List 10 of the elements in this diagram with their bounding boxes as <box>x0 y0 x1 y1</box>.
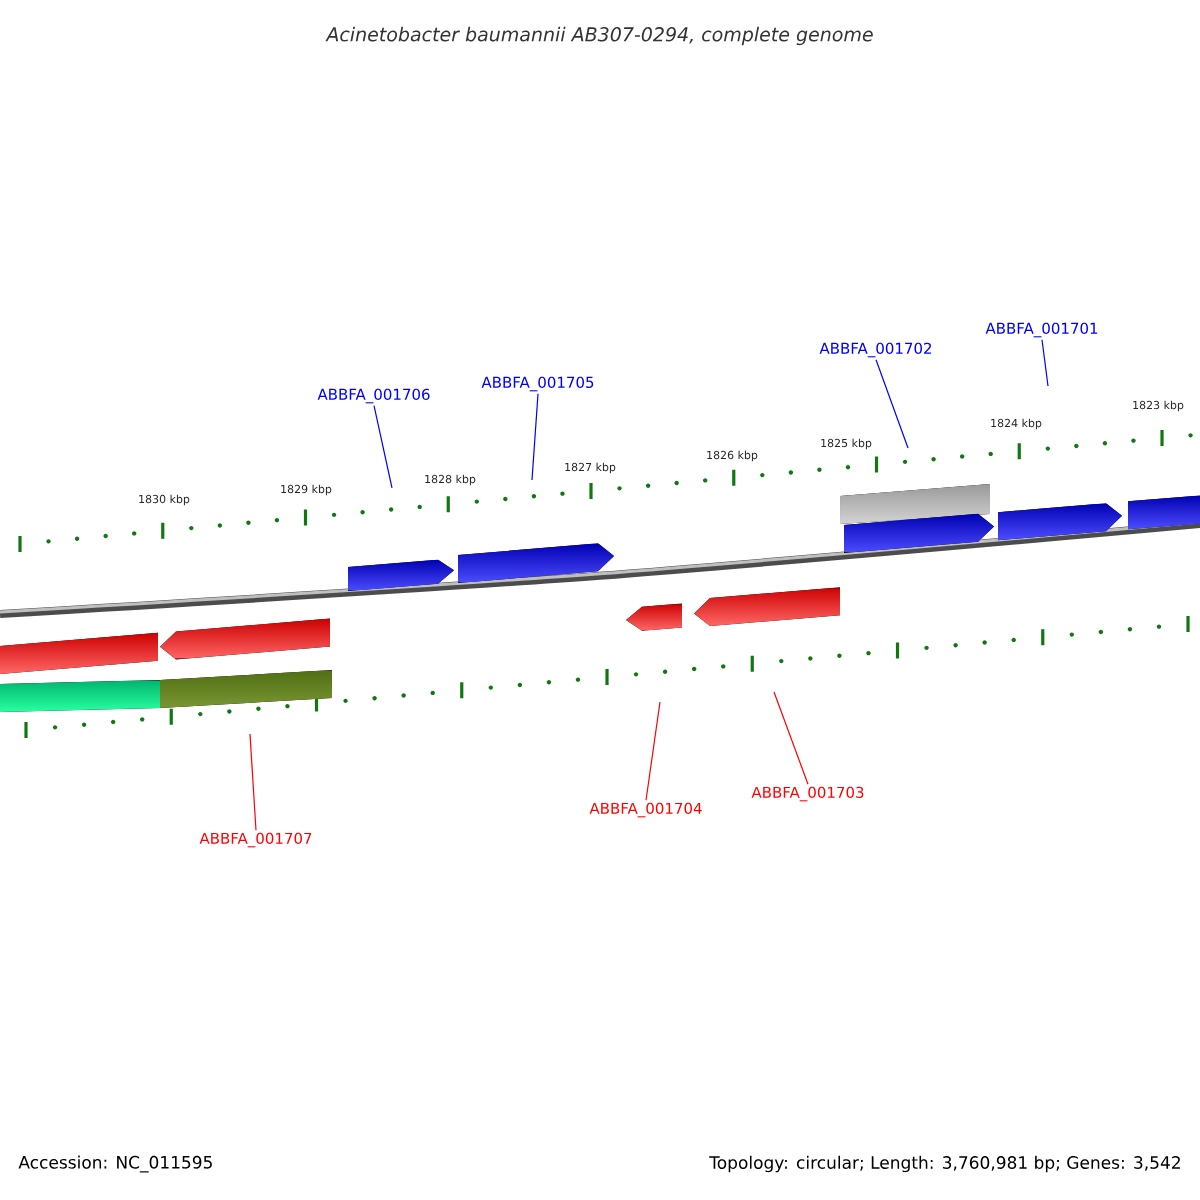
leader-line <box>531 393 539 481</box>
title: Acinetobacter baumannii AB307-0294, complete genome <box>325 26 873 46</box>
footer-text: Accession: NC_011595 <box>18 1155 212 1173</box>
leader-line <box>249 733 257 831</box>
leader-line <box>773 691 809 785</box>
leader-line <box>373 405 393 489</box>
leader-line <box>875 359 909 449</box>
footer-text: Topology: circular; Length: 3,760,981 bp; Genes: 3,542 <box>709 1155 1180 1173</box>
leader-line <box>645 701 661 801</box>
leader-line <box>1041 339 1049 387</box>
